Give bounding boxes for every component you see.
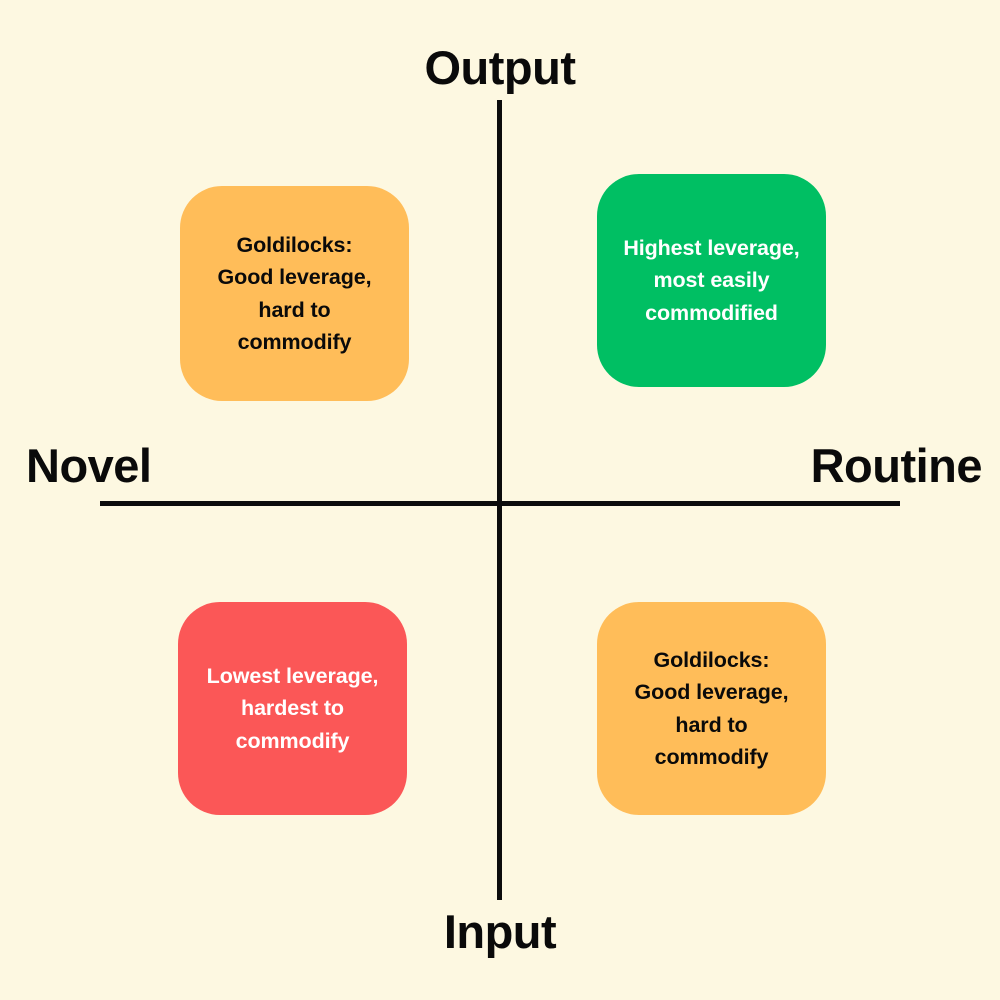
axis-label-routine: Routine [810, 439, 983, 492]
quadrant-text-top-left: Goldilocks: Good leverage, hard to commo… [217, 233, 372, 354]
quadrant-text-bottom-left: Lowest leverage, hardest to commodify [206, 664, 379, 753]
vertical-axis-line [497, 100, 502, 900]
quadrant-box-bottom-right: Goldilocks: Good leverage, hard to commo… [597, 602, 826, 815]
quadrant-box-bottom-left: Lowest leverage, hardest to commodify [178, 602, 407, 815]
quadrant-text-top-right: Highest leverage, most easily commodifie… [623, 236, 800, 325]
quadrant-box-top-right: Highest leverage, most easily commodifie… [597, 174, 826, 387]
quadrant-box-top-left: Goldilocks: Good leverage, hard to commo… [180, 186, 409, 401]
axis-label-novel: Novel [26, 439, 152, 492]
horizontal-axis-line [100, 501, 900, 506]
axis-label-output: Output [424, 41, 577, 94]
axis-label-input: Input [443, 905, 557, 958]
quadrant-text-bottom-right: Goldilocks: Good leverage, hard to commo… [634, 648, 789, 769]
